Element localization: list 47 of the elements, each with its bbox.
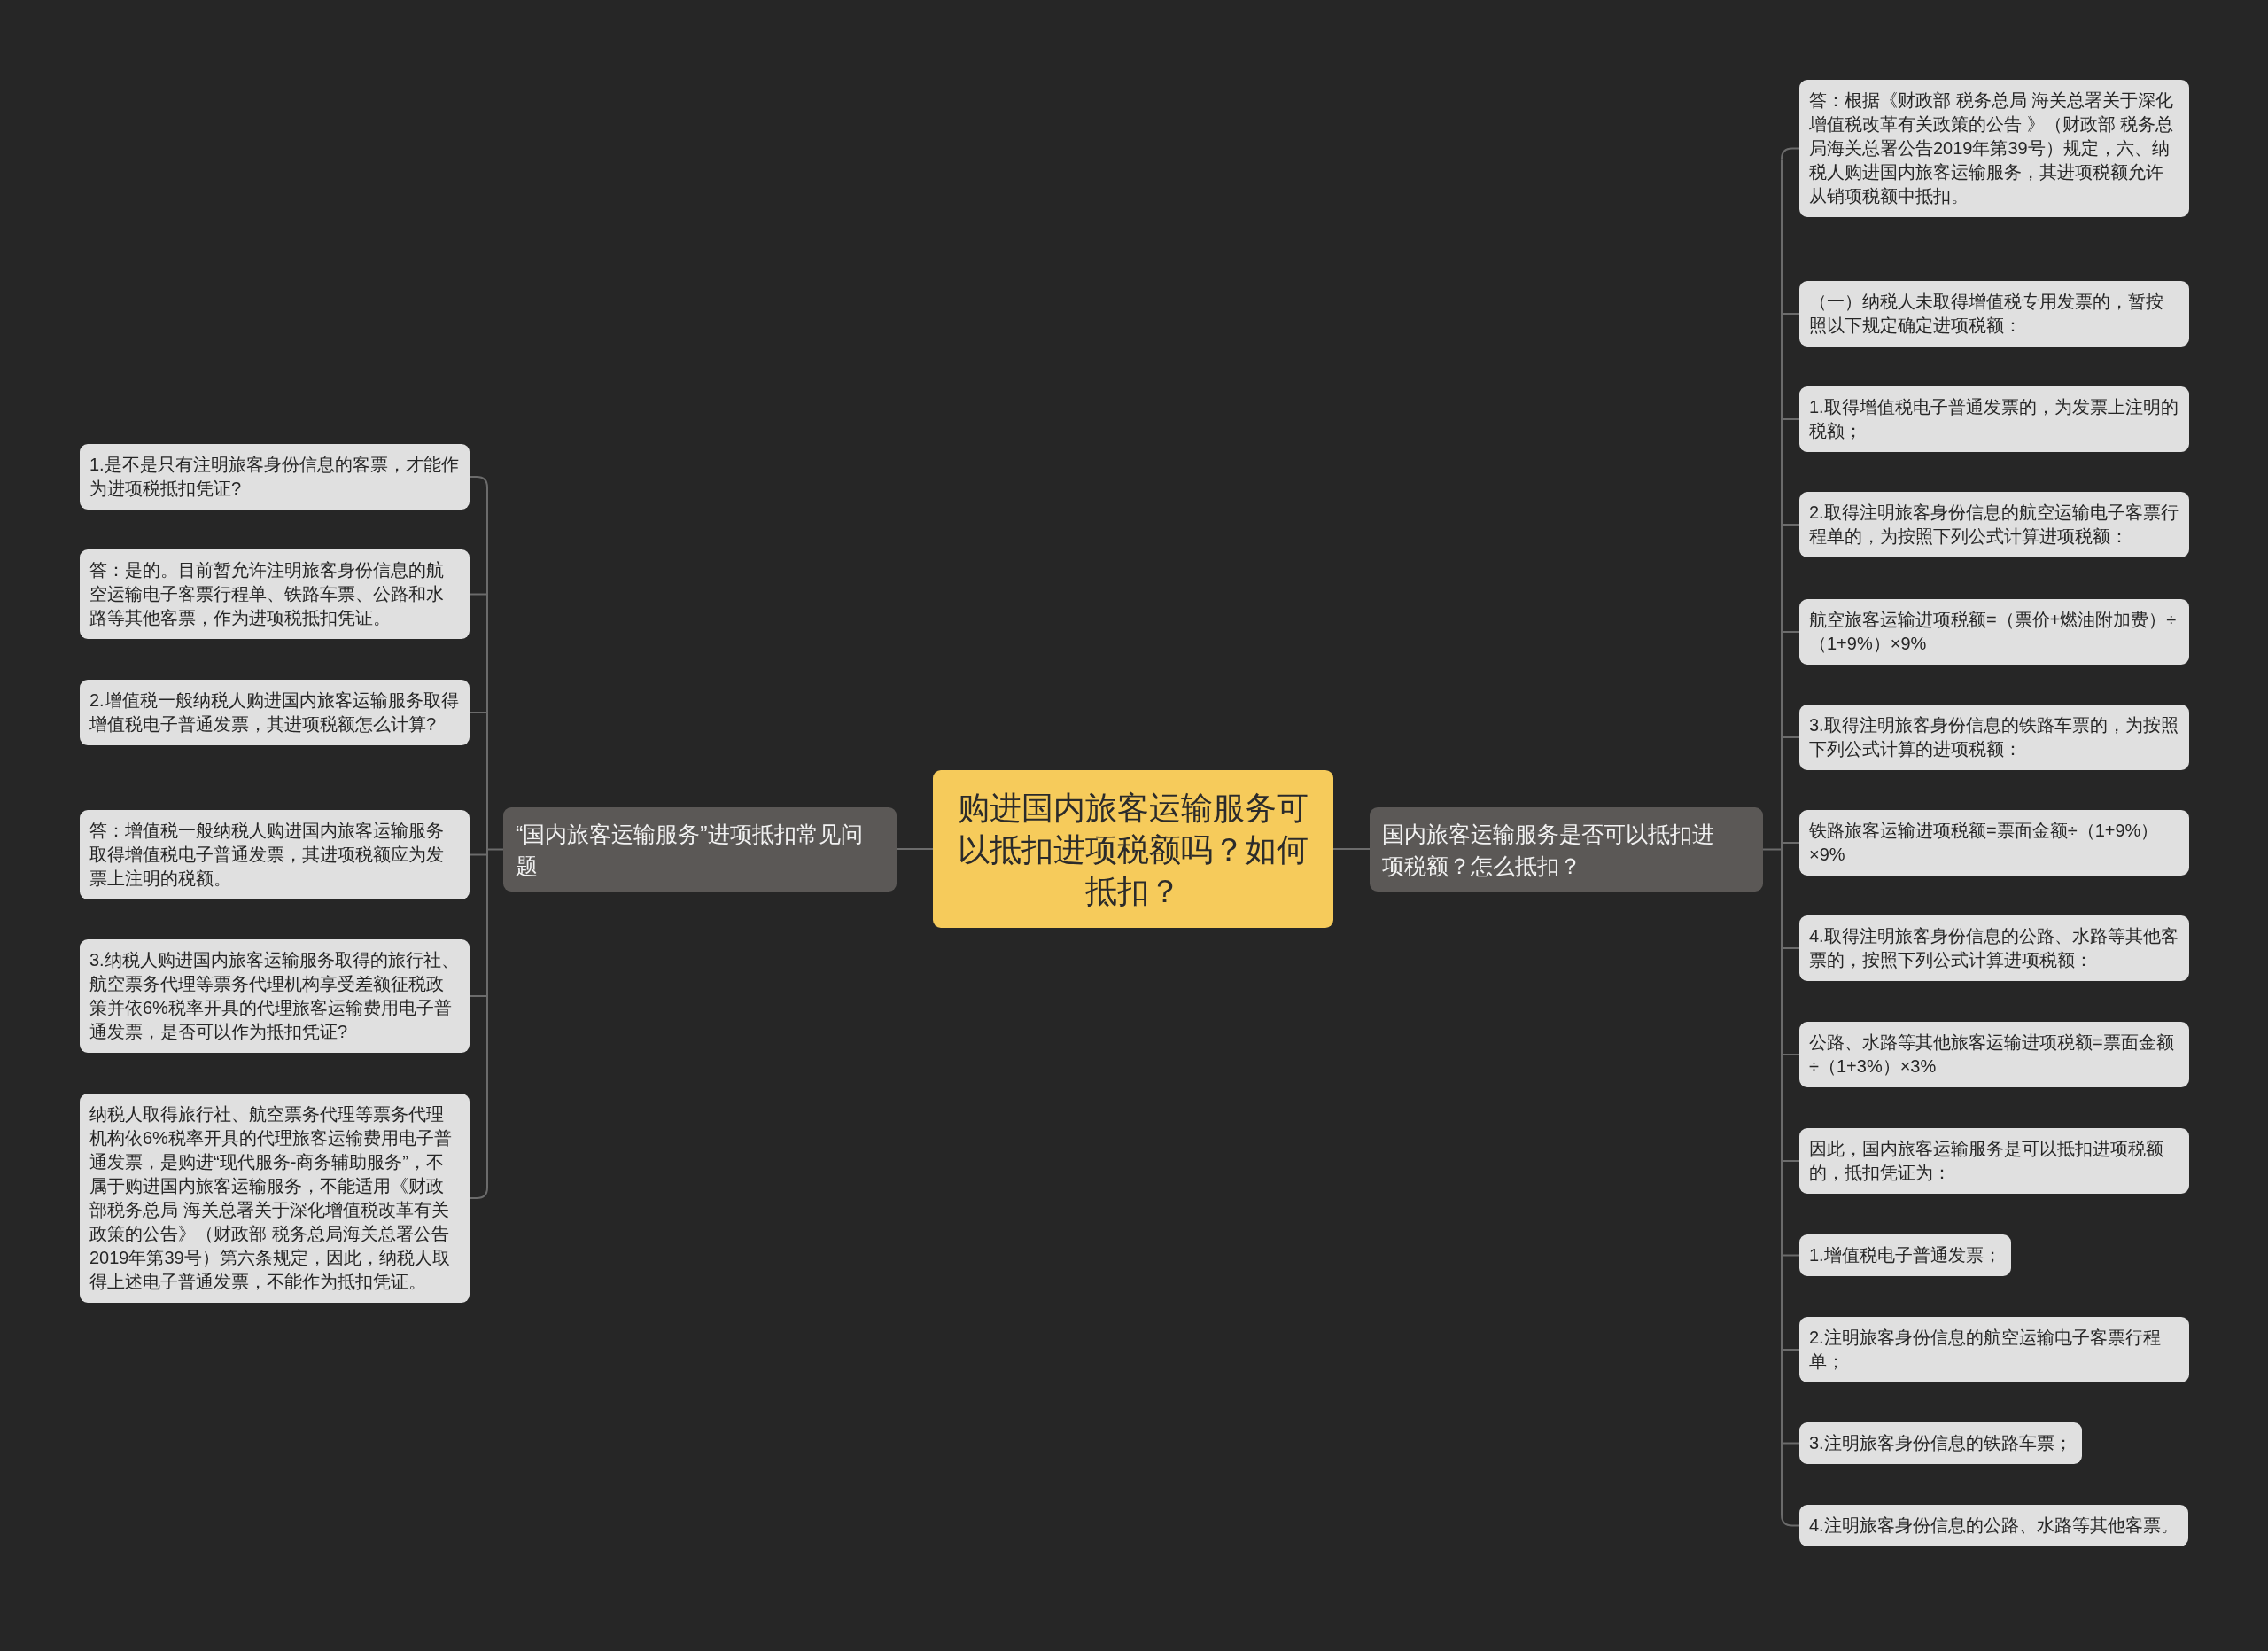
connector-line (1762, 158, 1783, 1516)
connector-line (1782, 524, 1800, 526)
connector-line (1782, 947, 1800, 949)
subtopic-card: 4.取得注明旅客身份信息的公路、水路等其他客票的，按照下列公式计算进项税额： (1799, 915, 2189, 981)
connector-line (1782, 313, 1800, 315)
connector-line (1782, 1442, 1800, 1445)
connector-line (1782, 1160, 1800, 1162)
subtopic-card: 4.注明旅客身份信息的公路、水路等其他客票。 (1799, 1505, 2188, 1546)
connector-line (469, 712, 487, 713)
connector-line (486, 487, 504, 1188)
subtopic-card: 2.注明旅客身份信息的航空运输电子客票行程单； (1799, 1317, 2189, 1382)
subtopic-card: （一）纳税人未取得增值税专用发票的，暂按照以下规定确定进项税额： (1799, 281, 2189, 347)
branch-topic: “国内旅客运输服务”进项抵扣常见问题 (503, 807, 897, 892)
connector-line (1782, 1349, 1800, 1351)
subtopic-card: 答：根据《财政部 税务总局 海关总署关于深化增值税改革有关政策的公告 》（财政部 税务总局海关总署公告2019年第39号）规定，六、纳税人购进国内旅客运输服务，其进项税额允许从销项税额中抵扣。 (1799, 80, 2189, 217)
subtopic-card: 公路、水路等其他旅客运输进项税额=票面金额÷（1+3%）×3% (1799, 1022, 2189, 1087)
connector-line (1781, 1514, 1800, 1527)
subtopic-card: 航空旅客运输进项税额=（票价+燃油附加费）÷（1+9%）×9% (1799, 599, 2189, 665)
connector-line (1781, 147, 1800, 160)
subtopic-card: 3.取得注明旅客身份信息的铁路车票的，为按照下列公式计算的进项税额： (1799, 705, 2189, 770)
connector-line (469, 853, 487, 856)
connector-line (1782, 418, 1800, 420)
subtopic-card: 因此，国内旅客运输服务是可以抵扣进项税额的，抵扣凭证为： (1799, 1128, 2189, 1194)
subtopic-card: 2.增值税一般纳税人购进国内旅客运输服务取得增值税电子普通发票，其进项税额怎么计算? (80, 680, 470, 745)
subtopic-card: 1.取得增值税电子普通发票的，为发票上注明的税额； (1799, 386, 2189, 452)
subtopic-card: 纳税人取得旅行社、航空票务代理等票务代理机构依6%税率开具的代理旅客运输费用电子普通发票，是购进“现代服务-商务辅助服务”，不属于购进国内旅客运输服务，不能适用《财政部税务总局 海关总署关于深化增值税改革有关政策的公告》（财政部 税务总局海关总署公告2019年第39号）第六条规定，因此，纳税人取得上述电子普通发票，不能作为抵扣凭证。 (80, 1094, 470, 1303)
subtopic-card: 铁路旅客运输进项税额=票面金额÷（1+9%）×9% (1799, 810, 2189, 876)
subtopic-card: 答：是的。目前暂允许注明旅客身份信息的航空运输电子客票行程单、铁路车票、公路和水路等其他客票，作为进项税抵扣凭证。 (80, 549, 470, 639)
subtopic-card: 答：增值税一般纳税人购进国内旅客运输服务取得增值税电子普通发票，其进项税额应为发票上注明的税额。 (80, 810, 470, 899)
connector-line (1782, 736, 1800, 738)
branch-topic: 国内旅客运输服务是否可以抵扣进项税额？怎么抵扣？ (1370, 807, 1763, 892)
connector-line (1782, 842, 1800, 844)
connector-line (469, 1187, 488, 1199)
subtopic-card: 3.纳税人购进国内旅客运输服务取得的旅行社、航空票务代理等票务代理机构享受差额征税政策并依6%税率开具的代理旅客运输费用电子普通发票，是否可以作为抵扣凭证? (80, 939, 470, 1053)
connector-line (1782, 631, 1800, 633)
connector-line (1782, 1254, 1800, 1257)
subtopic-card: 2.取得注明旅客身份信息的航空运输电子客票行程单的，为按照下列公式计算进项税额： (1799, 492, 2189, 557)
connector-line (469, 593, 487, 596)
subtopic-card: 1.是不是只有注明旅客身份信息的客票，才能作为进项税抵扣凭证? (80, 444, 470, 510)
connector-line (1782, 1054, 1800, 1055)
connector-line (1332, 848, 1371, 850)
connector-line (469, 476, 488, 488)
connector-line (469, 995, 487, 997)
subtopic-card: 3.注明旅客身份信息的铁路车票； (1799, 1422, 2082, 1464)
central-topic: 购进国内旅客运输服务可以抵扣进项税额吗？如何抵扣？ (933, 770, 1333, 928)
connector-line (896, 848, 934, 850)
subtopic-card: 1.增值税电子普通发票； (1799, 1234, 2011, 1276)
